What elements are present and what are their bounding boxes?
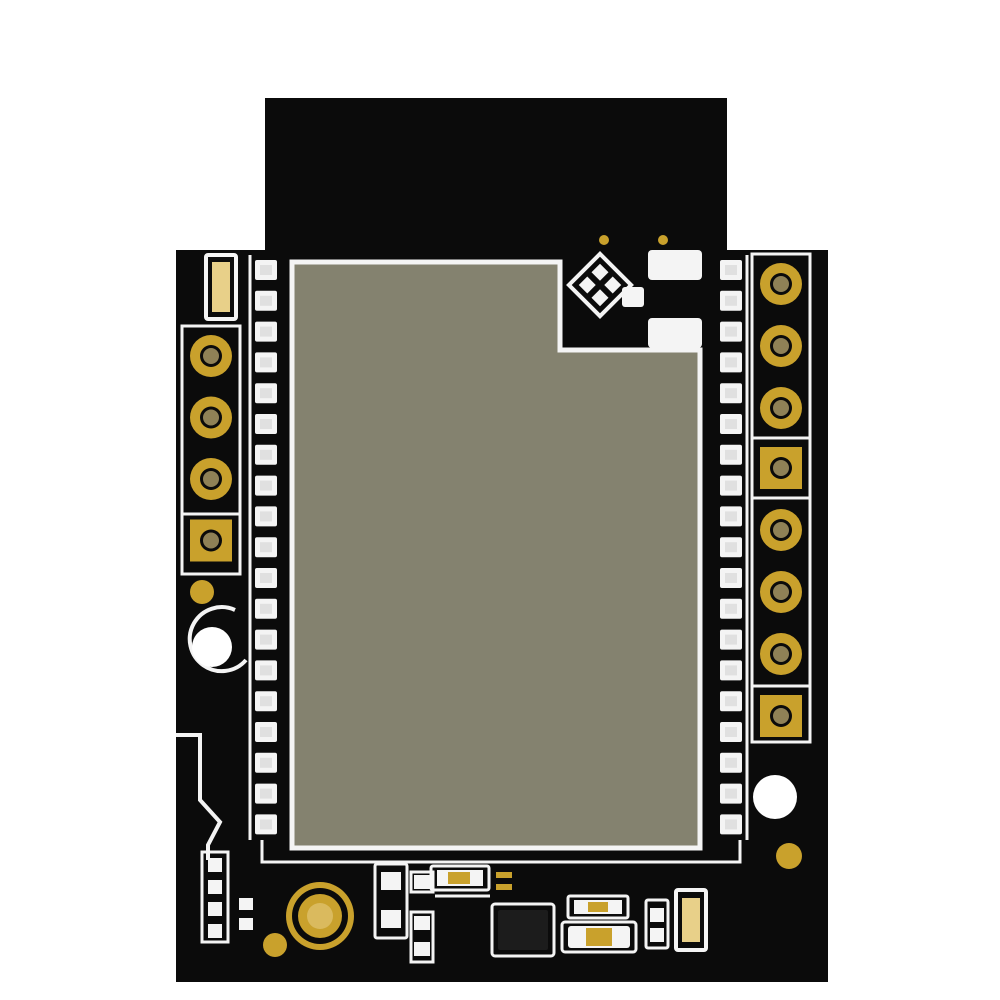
castellated-pad-inner — [725, 295, 737, 306]
header-pin-hole-inner — [773, 584, 789, 600]
castellated-pad-inner — [725, 542, 737, 553]
status-led-bottom — [674, 888, 708, 952]
castellated-pad-inner — [725, 388, 737, 399]
castellated-pads-left — [255, 260, 277, 835]
status-led-top — [204, 253, 238, 321]
antenna-smd-pad — [648, 250, 702, 280]
castellated-pad-inner — [725, 634, 737, 645]
castellated-pad-inner — [725, 788, 737, 799]
gold-test-point — [263, 933, 287, 957]
castellated-pad-inner — [260, 449, 272, 460]
mounting-hole-right — [753, 775, 797, 819]
castellated-pad-inner — [260, 542, 272, 553]
castellated-pad-inner — [260, 511, 272, 522]
header-pin-hole-inner — [773, 338, 789, 354]
castellated-pad-inner — [260, 603, 272, 614]
left-pin-header — [180, 324, 242, 576]
mounting-hole-gold — [286, 882, 354, 950]
right-pin-header — [750, 252, 812, 744]
header-pin-hole-inner — [203, 471, 219, 487]
header-pin-hole-inner — [773, 276, 789, 292]
header-pin-hole-inner — [773, 646, 789, 662]
header-pin-hole-inner — [773, 460, 789, 476]
castellated-pad-inner — [260, 696, 272, 707]
header-pin-hole-inner — [203, 532, 219, 549]
castellated-pad-inner — [260, 788, 272, 799]
castellated-pad-inner — [725, 727, 737, 737]
castellated-pad-inner — [260, 634, 272, 645]
castellated-pad-inner — [725, 326, 737, 337]
castellated-pad-inner — [725, 573, 737, 583]
castellated-pad-inner — [725, 819, 737, 830]
header-pin-hole-inner — [773, 708, 789, 724]
silk-trace-left — [176, 733, 223, 860]
header-pin-hole-inner — [773, 522, 789, 538]
castellated-pad-inner — [725, 665, 737, 676]
castellated-pad-inner — [725, 603, 737, 614]
bottom-right-components — [560, 894, 670, 954]
castellated-pad-inner — [725, 265, 737, 275]
castellated-pad-inner — [260, 326, 272, 337]
castellated-pads-right — [720, 260, 742, 835]
castellated-pad-inner — [725, 511, 737, 522]
castellated-pad-inner — [260, 819, 272, 830]
castellated-pad-inner — [260, 665, 272, 676]
castellated-pad-inner — [725, 696, 737, 707]
castellated-pad-inner — [260, 357, 272, 368]
antenna-components — [566, 235, 702, 348]
gold-test-point — [190, 580, 214, 604]
castellated-pad-inner — [725, 449, 737, 460]
castellated-pad-inner — [260, 388, 272, 399]
rf-shield-can — [292, 262, 700, 848]
castellated-pad-inner — [725, 757, 737, 768]
castellated-pad-inner — [725, 480, 737, 491]
castellated-pad-inner — [725, 357, 737, 368]
module-silk-outline — [260, 840, 742, 864]
castellated-pad-inner — [725, 419, 737, 429]
bottom-left-components — [200, 850, 253, 944]
castellated-pad-inner — [260, 480, 272, 491]
fiducial-dot — [658, 235, 668, 245]
castellated-pad-inner — [260, 295, 272, 306]
shield-outline — [289, 259, 703, 851]
castellated-pad-inner — [260, 757, 272, 768]
qfn-chip — [490, 902, 556, 958]
antenna-smd-pad — [622, 287, 644, 307]
bottom-center-components — [373, 862, 512, 964]
antenna-smd-pad — [648, 318, 702, 348]
gold-test-point — [776, 843, 802, 869]
antenna-extension — [265, 98, 727, 258]
mounting-hole-left — [187, 605, 248, 674]
header-pin-hole-inner — [203, 348, 219, 364]
castellated-pad-inner — [260, 727, 272, 737]
castellated-pad-inner — [260, 265, 272, 275]
header-pin-hole-inner — [773, 400, 789, 416]
header-pin-hole-inner — [203, 409, 219, 426]
fiducial-dot — [599, 235, 609, 245]
castellated-pad-inner — [260, 419, 272, 429]
castellated-pad-inner — [260, 573, 272, 583]
